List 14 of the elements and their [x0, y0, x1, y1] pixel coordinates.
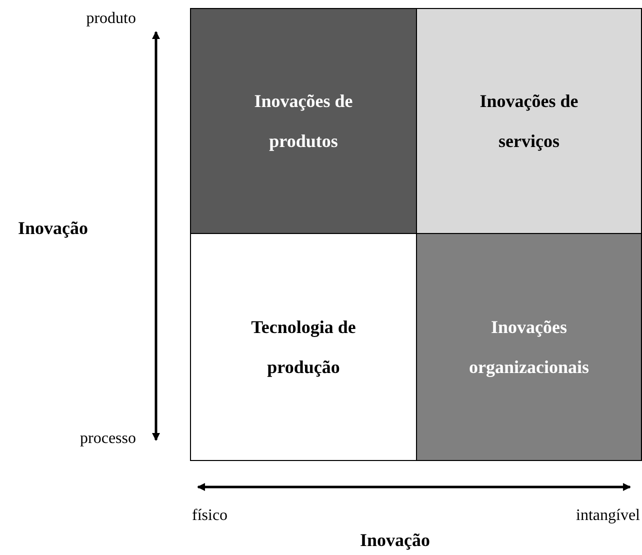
quadrant-label: Tecnologia de produção — [250, 316, 357, 379]
quadrant-label: Inovações organizacionais — [468, 316, 590, 379]
quadrant-box — [416, 233, 642, 461]
quadrant-box — [416, 8, 642, 234]
quadrant-box — [190, 233, 417, 461]
axis-end-label: físico — [192, 507, 228, 525]
axis-title: Inovação — [360, 530, 430, 551]
axis-end-label: processo — [80, 430, 136, 448]
quadrant-label: Inovações de produtos — [253, 90, 354, 153]
quadrant-box — [190, 8, 417, 234]
axis-title: Inovação — [18, 218, 88, 239]
axis-end-label: produto — [86, 10, 136, 28]
axis-end-label: intangível — [576, 507, 640, 525]
quadrant-label: Inovações de serviços — [478, 90, 580, 153]
